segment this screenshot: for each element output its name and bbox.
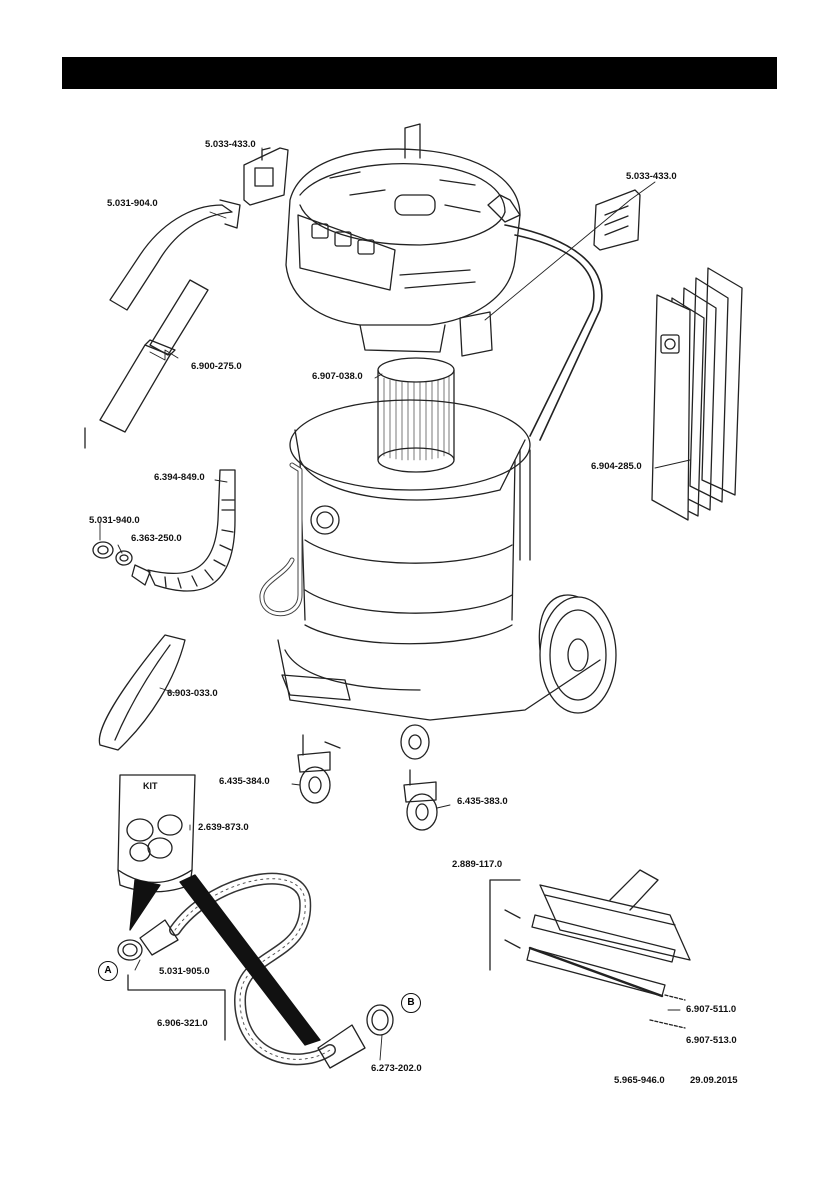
filter-bags-drawing: [651, 267, 743, 521]
label-ring-small: 5.031-940.0: [89, 515, 140, 526]
label-castor-front: 6.435-384.0: [219, 776, 270, 787]
label-castor-rear: 6.435-383.0: [457, 796, 508, 807]
ring-a-drawing: [117, 939, 143, 961]
label-lid-cover-left: 5.033-433.0: [205, 139, 256, 150]
label-bent-tube: 5.031-904.0: [107, 198, 158, 209]
label-cartridge-filter: 6.907-038.0: [312, 371, 363, 382]
ring-small-drawing: [92, 541, 114, 559]
doc-number: 5.965-946.0: [614, 1075, 665, 1086]
hose-end-b-drawing: [317, 1024, 366, 1069]
label-adapter: 6.363-250.0: [131, 533, 182, 544]
label-hose-long: 6.906-321.0: [157, 1018, 208, 1029]
label-kit: 2.639-873.0: [198, 822, 249, 833]
kit-label: KIT: [143, 781, 158, 791]
floor-nozzle-drawing: [526, 869, 691, 998]
label-wiper-strip-2: 6.907-513.0: [686, 1035, 737, 1046]
header-bar: [62, 57, 777, 89]
extension-tubes-drawing: [99, 279, 209, 433]
kit-bag-drawing: [117, 774, 196, 884]
long-hose-drawing: [169, 872, 336, 1066]
bent-tube-drawing: [109, 199, 241, 311]
label-floor-nozzle: 2.889-117.0: [452, 859, 503, 870]
short-hose-drawing: [147, 469, 236, 592]
wheel-drawing: [538, 594, 617, 714]
cartridge-filter-drawing: [377, 357, 455, 473]
castor-top-drawing: [400, 724, 430, 760]
doc-date: 29.09.2015: [690, 1075, 738, 1086]
label-filter-bags: 6.904-285.0: [591, 461, 642, 472]
lid-cover-right-drawing: [593, 189, 641, 251]
crevice-nozzle-drawing: [98, 634, 186, 751]
label-wiper-strip-1: 6.907-511.0: [686, 1004, 737, 1015]
motor-head-drawing: [285, 123, 521, 357]
marker-a: A: [98, 961, 118, 981]
castor-front-drawing: [297, 734, 341, 804]
castor-rear-drawing: [403, 769, 438, 831]
adapter-drawing: [115, 550, 133, 566]
marker-b: B: [401, 993, 421, 1013]
label-ring-a: 5.031-905.0: [159, 966, 210, 977]
label-ring-b: 6.273-202.0: [371, 1063, 422, 1074]
label-extension-tubes: 6.900-275.0: [191, 361, 242, 372]
ring-b-drawing: [366, 1004, 394, 1036]
label-lid-cover-right: 5.033-433.0: [626, 171, 677, 182]
label-hose-short: 6.394-849.0: [154, 472, 205, 483]
label-crevice-nozzle: 6.903-033.0: [167, 688, 218, 699]
lid-cover-left-drawing: [243, 147, 289, 206]
